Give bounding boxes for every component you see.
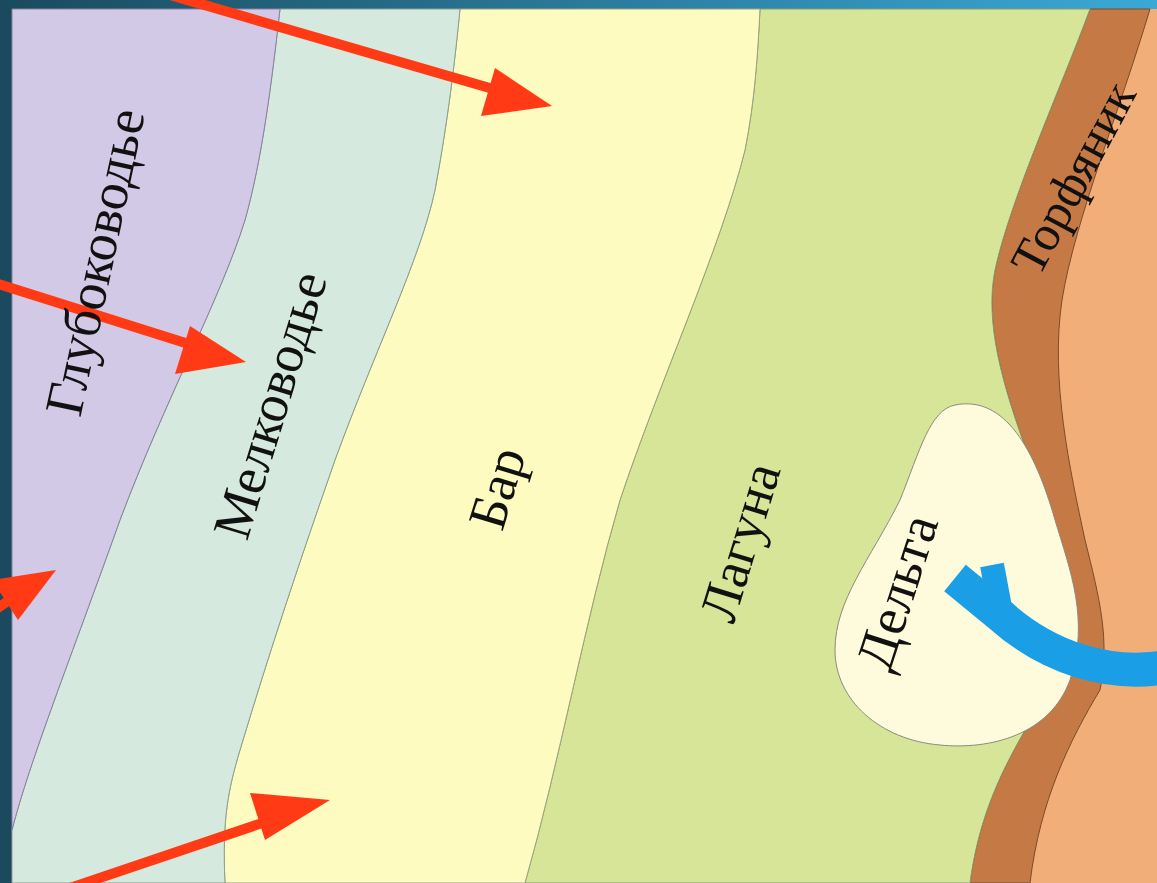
- arrow-head: [250, 793, 330, 840]
- delta-lobe: [835, 404, 1078, 746]
- lagoon-band: ЛагунаДельта: [686, 452, 793, 632]
- zone-label: Бар: [459, 441, 535, 535]
- deep-water-band: Глубоководье: [32, 100, 158, 424]
- arrow-head: [0, 570, 56, 620]
- zone-label: Дельта: [847, 508, 948, 676]
- zone-label: Глубоководье: [36, 104, 154, 420]
- zone-label: Мелководье: [204, 265, 336, 544]
- pointer-arrow: [170, 0, 500, 91]
- delta-lobe: Дельта: [843, 504, 951, 680]
- zone-label: Торфяник: [1002, 74, 1144, 282]
- river-branch: [992, 565, 1002, 618]
- peat-band: Торфяник: [998, 70, 1148, 286]
- bar-band: Бар: [455, 437, 539, 539]
- top-bar: [0, 0, 1157, 9]
- pointer-arrows: [0, 0, 552, 883]
- land-area: [12, 9, 1157, 883]
- zone-label: Лагуна: [690, 456, 789, 627]
- arrow-head: [481, 68, 552, 116]
- shallow-water-band: [12, 9, 460, 883]
- pointer-arrow: [70, 817, 280, 883]
- arrow-head: [175, 326, 246, 374]
- shallow-water-band: Мелководье: [200, 262, 340, 549]
